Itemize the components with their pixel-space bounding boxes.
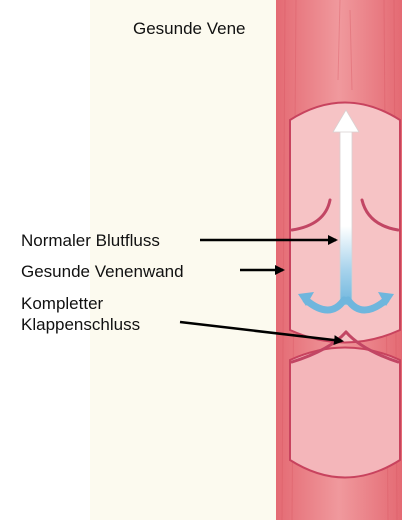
valve-closure-label: Kompletter Klappenschluss [21, 293, 140, 335]
vein-lumen-lower [290, 348, 400, 478]
healthy-wall-label: Gesunde Venenwand [21, 261, 184, 282]
valve-closure-label-line1: Kompletter [21, 293, 140, 314]
background-tint [90, 0, 290, 520]
diagram-title: Gesunde Vene [133, 18, 245, 39]
normal-flow-label: Normaler Blutfluss [21, 230, 160, 251]
valve-closure-label-line2: Klappenschluss [21, 314, 140, 335]
